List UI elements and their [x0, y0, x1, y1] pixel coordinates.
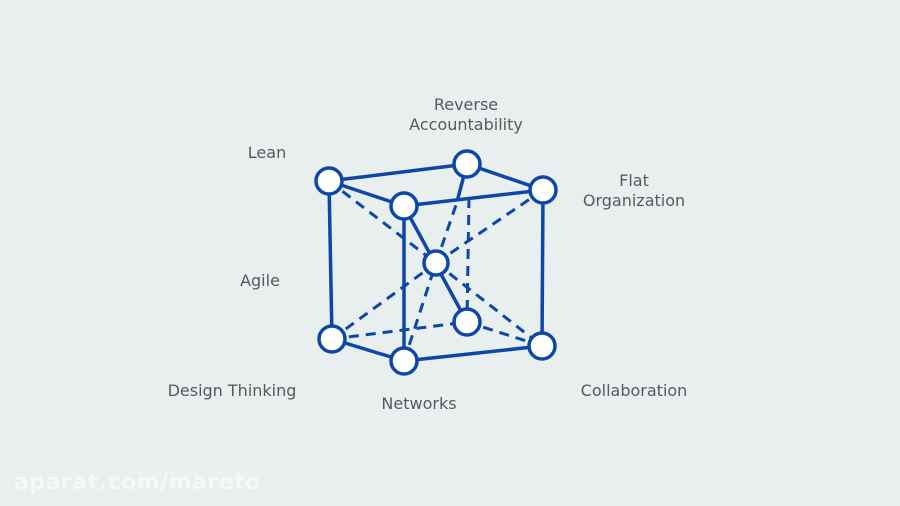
label-line: Organization — [582, 191, 686, 210]
dashed-edge — [435, 188, 544, 265]
dashed-edge — [434, 204, 458, 264]
node — [389, 346, 419, 376]
label-lean: Lean — [247, 143, 287, 162]
node — [452, 307, 482, 337]
node-center — [422, 249, 450, 277]
dashed-edge — [331, 261, 437, 341]
dashed-edge — [331, 320, 468, 341]
label-collaboration: Collaboration — [580, 381, 688, 400]
label-agile: Agile — [240, 271, 280, 290]
label-reverse-accountability: Reverse Accountability — [409, 95, 523, 135]
label-networks: Networks — [381, 394, 457, 413]
edge — [402, 188, 545, 208]
label-line: Accountability — [409, 115, 523, 134]
edge — [327, 179, 334, 341]
label-line: Flat — [619, 171, 649, 190]
node — [528, 175, 558, 205]
dashed-edge — [466, 320, 543, 348]
watermark: aparat.com/mareto — [14, 470, 261, 495]
label-flat-organization: Flat Organization — [583, 171, 685, 211]
edge — [540, 188, 545, 348]
dashed-edge — [328, 179, 437, 265]
dashed-edge — [465, 197, 471, 323]
label-line: Reverse — [433, 95, 499, 114]
node — [452, 149, 482, 179]
edge — [327, 162, 469, 183]
node — [314, 166, 344, 196]
edge — [402, 344, 544, 363]
dashed-edge — [435, 261, 543, 348]
node — [389, 191, 419, 221]
node — [527, 331, 557, 361]
dashed-edge — [402, 262, 438, 362]
label-design-thinking: Design Thinking — [167, 381, 297, 400]
node — [317, 324, 347, 354]
